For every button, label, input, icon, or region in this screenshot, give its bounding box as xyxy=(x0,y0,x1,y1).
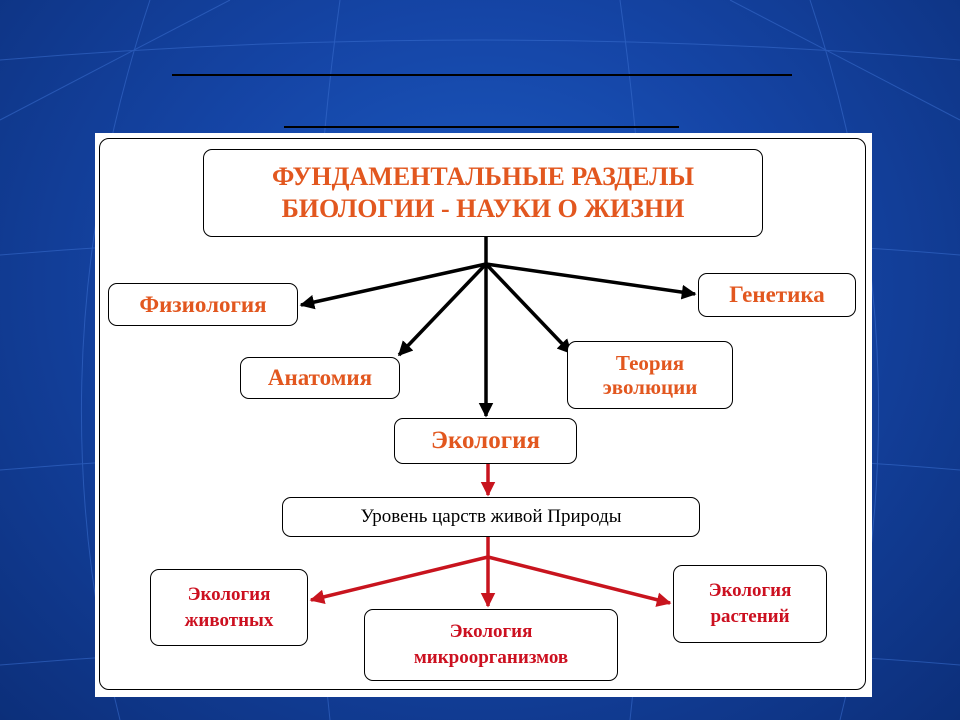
anatomy-label: Анатомия xyxy=(267,365,373,390)
genetics-label: Генетика xyxy=(729,282,825,307)
evolution-line1: Теория xyxy=(615,350,685,375)
ecology-node: Экология xyxy=(394,418,577,464)
ecology-label: Экология xyxy=(430,427,540,454)
edge-root-physiology xyxy=(299,262,487,310)
evolution-node: Теория эволюции xyxy=(567,341,733,409)
edge-level-plant xyxy=(487,555,672,607)
edge-level-animal xyxy=(309,555,489,605)
physiology-node: Физиология xyxy=(108,283,298,326)
kingdom-level-label: Уровень царств живой Природы xyxy=(360,506,622,527)
edge-root-evolution xyxy=(484,262,573,355)
edge-root-genetics xyxy=(485,262,697,300)
plant-ecology-line2: растений xyxy=(710,606,790,627)
plant-ecology-line1: Экология xyxy=(708,580,792,602)
root-line2: БИОЛОГИИ - НАУКИ О ЖИЗНИ xyxy=(281,194,685,223)
genetics-node: Генетика xyxy=(698,273,856,317)
root-node: ФУНДАМЕНТАЛЬНЫЕ РАЗДЕЛЫ БИОЛОГИИ - НАУКИ… xyxy=(203,149,763,237)
micro-ecology-line1: Экология xyxy=(449,621,533,643)
title-underline xyxy=(172,74,792,76)
diagram-frame xyxy=(99,138,866,690)
animal-ecology-node: Экология животных xyxy=(150,569,308,646)
plant-ecology-node: Экология растений xyxy=(673,565,827,643)
diagram-edges xyxy=(299,237,697,608)
edge-root-anatomy xyxy=(397,262,488,357)
evolution-line2: эволюции xyxy=(602,375,698,399)
physiology-label: Физиология xyxy=(139,291,267,317)
subtitle-underline xyxy=(284,126,679,128)
animal-ecology-line1: Экология xyxy=(187,583,271,605)
anatomy-node: Анатомия xyxy=(240,357,400,399)
animal-ecology-line2: животных xyxy=(184,609,274,631)
kingdom-level-node: Уровень царств живой Природы xyxy=(282,497,700,537)
root-line1: ФУНДАМЕНТАЛЬНЫЕ РАЗДЕЛЫ xyxy=(271,162,695,192)
micro-ecology-line2: микроорганизмов xyxy=(413,647,569,668)
diagram-panel: ФУНДАМЕНТАЛЬНЫЕ РАЗДЕЛЫ БИОЛОГИИ - НАУКИ… xyxy=(95,133,872,697)
micro-ecology-node: Экология микроорганизмов xyxy=(364,609,618,681)
